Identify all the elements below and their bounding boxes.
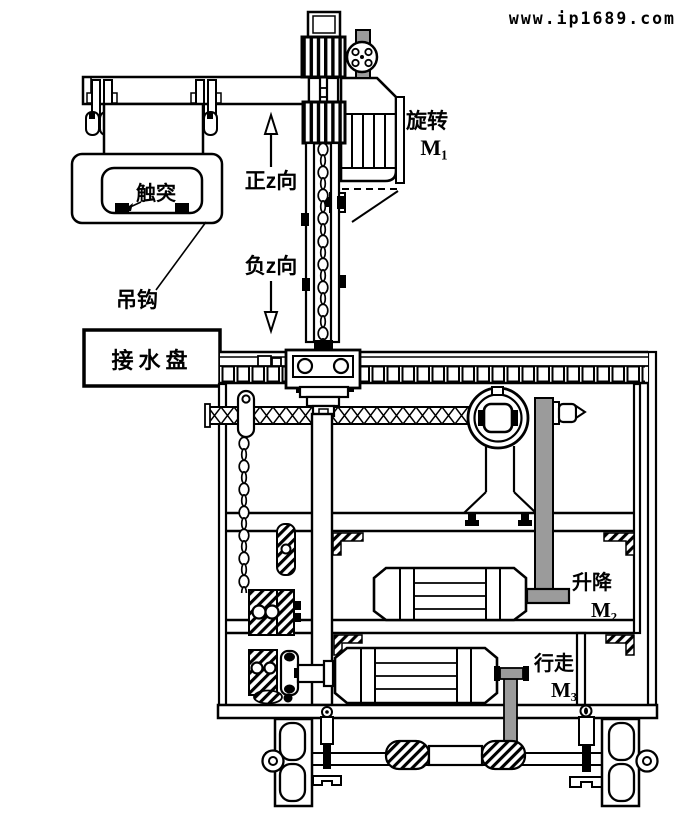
lift-belt: [525, 397, 571, 605]
lift-label: 升降: [572, 570, 613, 594]
rotation-label: 旋转: [405, 109, 448, 133]
screw-chain: [317, 143, 329, 344]
chain-drive: [238, 437, 335, 705]
weld-bracket: [605, 634, 635, 656]
suspension-post-right: [578, 716, 595, 746]
table-rail: [220, 350, 648, 385]
suspension-post-left: [320, 716, 334, 745]
wheel-right: [607, 721, 636, 762]
carriage-roller: [296, 357, 314, 375]
weld-bracket: [603, 532, 635, 556]
weld-bracket: [333, 634, 363, 656]
post-base-left: [312, 775, 342, 786]
belt-strip-travel: [503, 670, 518, 748]
negative-z-label: 负z向: [245, 254, 298, 278]
travel-pulley: [499, 667, 524, 680]
contact-pad: [175, 203, 189, 214]
bracket-diagonal: [351, 190, 399, 223]
worm-bottom: [253, 689, 283, 705]
ribbed-block-upper: [300, 35, 347, 79]
wheel-left: [278, 721, 307, 762]
frame-post-right-inner: [632, 382, 642, 635]
worm-drum-left: [384, 739, 431, 771]
up-arrow-icon: [263, 111, 279, 135]
motor-m1-housing: [339, 76, 398, 183]
m3-label: M₃: [551, 678, 577, 702]
motor-m1-side-plate: [395, 96, 405, 184]
frame-member-lower-right: [575, 631, 587, 707]
positive-z-label: 正z向: [245, 169, 298, 193]
lift-pulley: [525, 587, 571, 605]
hook-frame-inner: [100, 166, 204, 215]
wheel-right: [607, 762, 636, 803]
spindle-column: [300, 10, 379, 353]
down-arrow-icon: [263, 311, 279, 335]
pulley-wheel-assembly: [463, 386, 587, 526]
travel-label: 行走: [533, 651, 574, 675]
rack-teeth: [220, 366, 645, 383]
bottom-frame: [216, 666, 659, 808]
shelf-brackets: [332, 532, 635, 656]
carriage-roller: [332, 357, 350, 375]
shaft-end-cylinder: [557, 402, 578, 424]
lift-motor-m2: [372, 566, 528, 622]
worm-drum-right: [480, 739, 527, 771]
contact-pad: [115, 203, 129, 214]
contact-arrowhead-icon: [121, 203, 133, 212]
frame-post-right-outer: [646, 350, 658, 707]
ribbed-block-lower: [301, 100, 347, 145]
hook-assembly: [70, 75, 311, 291]
post-base-right: [569, 776, 604, 788]
motor-m2-body: [372, 566, 528, 622]
travel-motor-m3: [333, 646, 499, 705]
water-tray-label: 接水盘: [111, 348, 192, 373]
contact-label: 触突: [136, 181, 176, 205]
weld-bracket: [332, 532, 364, 556]
frame-post-left: [217, 382, 228, 707]
watermark-text: www.ip1689.com: [509, 9, 676, 28]
z-direction-arrows: [263, 111, 279, 335]
wheel-left: [278, 762, 307, 803]
carriage: [257, 348, 362, 418]
belt-strip-lift: [534, 397, 554, 595]
guide-rail-left: [304, 141, 316, 344]
hook-leader: [155, 221, 207, 291]
hook-label: 吊钩: [116, 288, 158, 312]
hook-cross-plate: [102, 102, 205, 158]
pulley-hub: [482, 402, 514, 434]
m1-label: M₁: [420, 135, 447, 160]
drive-chain: [238, 437, 250, 593]
guide-rail-right: [329, 141, 341, 344]
m2-label: M₂: [591, 598, 617, 622]
water-tray-box: [82, 328, 222, 388]
water-tray: [82, 328, 222, 388]
axle-sleeve: [427, 744, 484, 767]
